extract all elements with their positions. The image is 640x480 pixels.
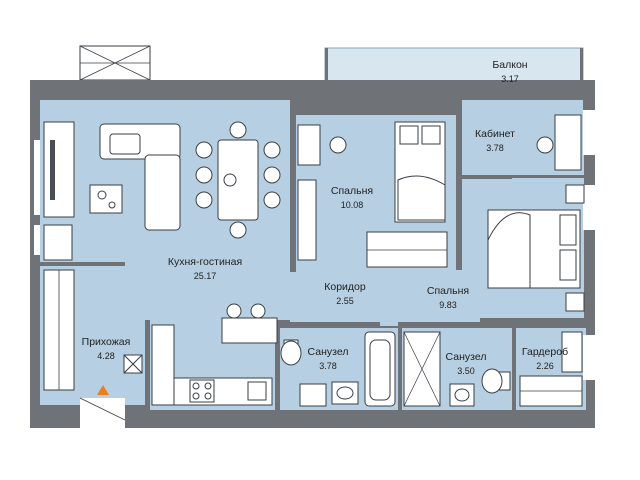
sofa-icon [99, 123, 181, 231]
coffee-table-icon [89, 184, 123, 214]
room-area-hallway: 4.28 [97, 351, 115, 361]
sink-icon [331, 381, 359, 405]
room-area-kitchen: 25.17 [194, 271, 217, 281]
room-label-bathroom1: Санузел [308, 346, 349, 358]
shelf-icon [43, 224, 73, 261]
dining-table-icon [195, 121, 281, 239]
wardrobe-icon [519, 375, 583, 407]
kitchen-island-icon [221, 303, 278, 344]
study-desk-icon [536, 114, 582, 171]
room-label-bedroom2: Спальня [427, 285, 469, 297]
room-label-study: Кабинет [475, 128, 515, 140]
room-area-balcony: 3.17 [501, 74, 519, 84]
bed-icon [487, 209, 581, 289]
toilet-icon [481, 368, 511, 394]
bathtub-icon [364, 331, 396, 407]
entrance-arrow-icon [97, 385, 109, 395]
room-label-bathroom2: Санузел [446, 351, 487, 363]
room-area-study: 3.78 [486, 143, 504, 153]
shoe-rack-icon [123, 354, 143, 374]
room-label-kitchen: Кухня-гостиная [168, 256, 242, 268]
toilet-icon [280, 339, 302, 366]
room-area-bedroom1: 10.08 [341, 200, 364, 210]
sink-icon [247, 381, 267, 401]
stove-icon [189, 379, 215, 403]
closet-icon [366, 231, 448, 268]
room-label-balcony: Балкон [492, 59, 527, 71]
room-label-wardrobe: Гардероб [522, 346, 568, 358]
wardrobe-icon [43, 269, 75, 391]
shower-icon [403, 331, 441, 407]
bed-icon [394, 121, 446, 223]
room-area-bathroom2: 3.50 [457, 366, 475, 376]
room-area-bedroom2: 9.83 [439, 300, 457, 310]
sink-icon [449, 383, 475, 407]
desk-icon [297, 124, 347, 166]
tv-stand-icon [43, 121, 75, 218]
room-label-hallway: Прихожая [82, 336, 131, 348]
corridor-floor [290, 268, 480, 326]
room-label-corridor: Коридор [324, 281, 366, 293]
room-area-corridor: 2.55 [336, 296, 354, 306]
room-label-bedroom1: Спальня [331, 185, 373, 197]
room-area-bathroom1: 3.78 [319, 361, 337, 371]
room-area-wardrobe: 2.26 [536, 361, 554, 371]
